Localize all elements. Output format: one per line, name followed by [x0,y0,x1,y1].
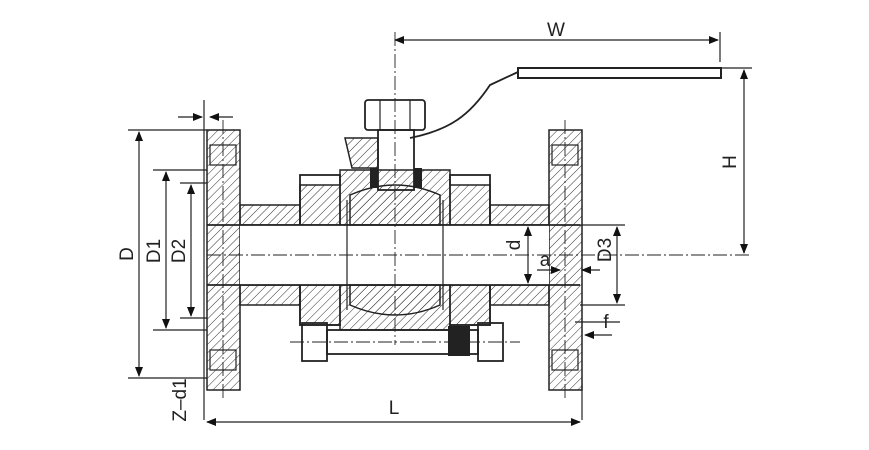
label-a: a [540,250,551,271]
dimension-labels: W H D D1 D2 d a D3 f Z–d1 L [117,20,741,422]
label-D3: D3 [595,238,616,262]
dimension-lines [135,36,748,426]
center-lines [207,32,752,400]
label-W: W [547,20,565,41]
left-flange [206,129,241,391]
label-z-d1: Z–d1 [170,378,191,421]
right-tube-top [489,204,550,226]
label-L: L [389,398,400,419]
bolt-washer [448,326,470,356]
handle-lever [517,67,722,79]
extension-lines [128,32,752,420]
right-flange [548,129,583,391]
label-d: d [504,240,525,251]
handle-neck [409,71,519,139]
right-tube-bottom [489,284,550,306]
valve-body [206,67,722,391]
label-D1: D1 [144,239,165,263]
label-D: D [117,247,138,261]
label-D2: D2 [169,239,190,263]
label-f: f [603,312,609,333]
label-H: H [720,155,741,169]
left-tube-bottom [239,284,301,306]
left-tube-top [239,204,301,226]
gland [344,137,379,169]
